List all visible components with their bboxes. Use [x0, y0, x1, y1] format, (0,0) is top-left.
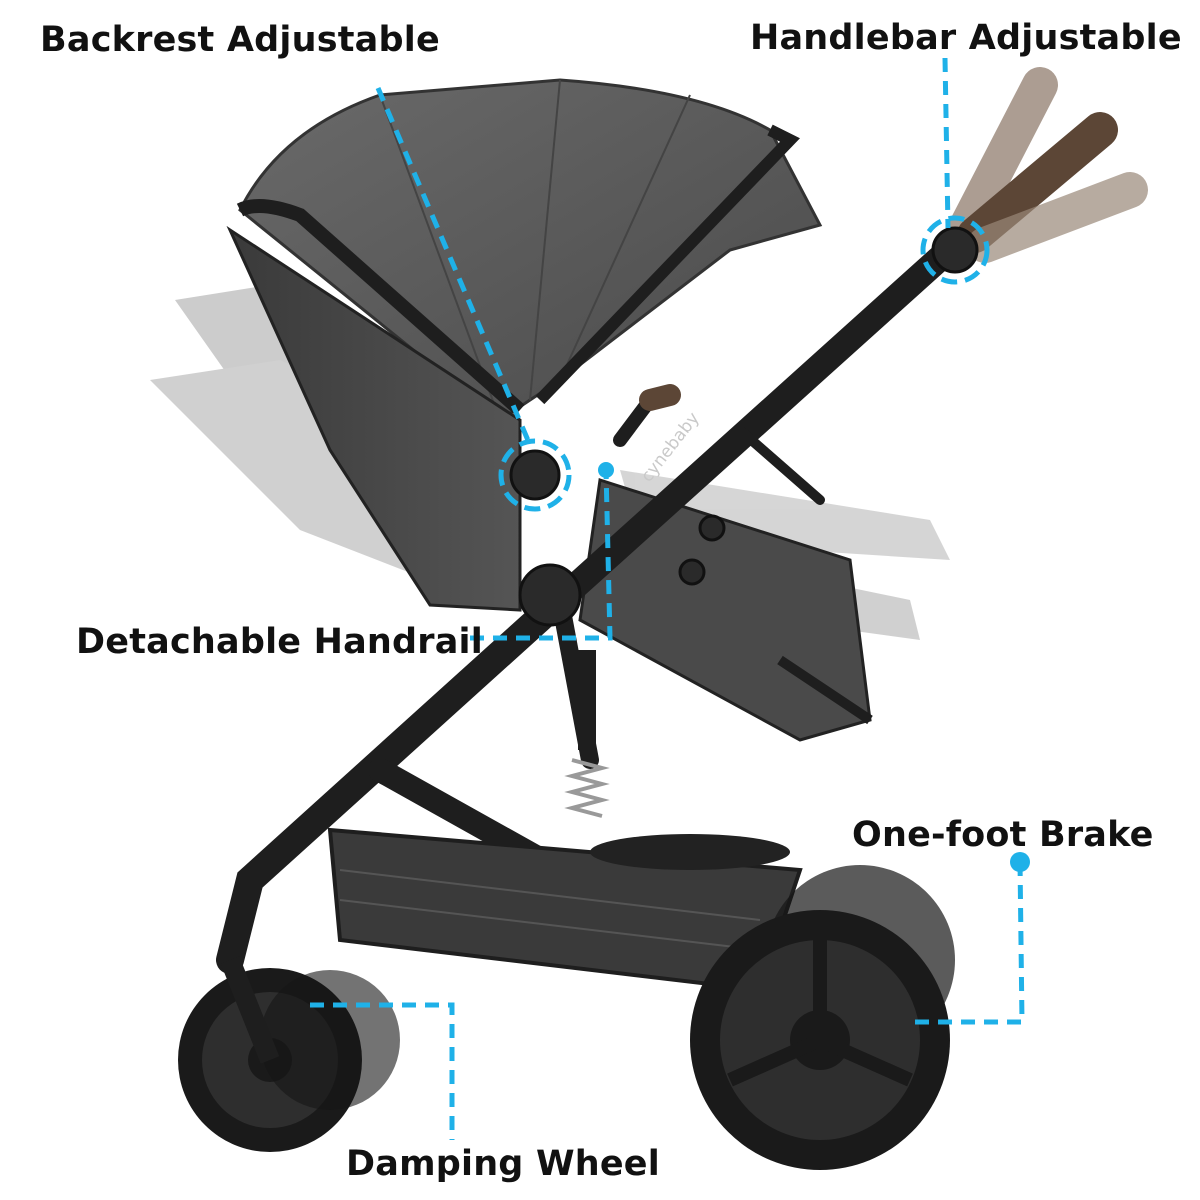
seat-body — [226, 225, 873, 742]
detachable-handrail-label: Detachable Handrail — [76, 622, 483, 662]
callout-lines — [310, 57, 1025, 1140]
backrest-adjustable-label: Backrest Adjustable — [40, 20, 440, 60]
handlebar-positions — [639, 67, 1148, 411]
rear-wheel — [690, 865, 955, 1170]
one-foot-brake-label: One-foot Brake — [852, 815, 1154, 855]
damping-wheel-label: Damping Wheel — [346, 1144, 660, 1184]
storage-basket — [327, 827, 803, 993]
shock-absorber — [564, 650, 610, 818]
handlebar-adjustable-label: Handlebar Adjustable — [750, 18, 1182, 58]
canopy — [236, 78, 823, 422]
front-wheel — [178, 956, 400, 1152]
frame-joints — [509, 226, 979, 627]
callout-rings — [498, 215, 990, 512]
callout-dots — [598, 462, 1030, 872]
